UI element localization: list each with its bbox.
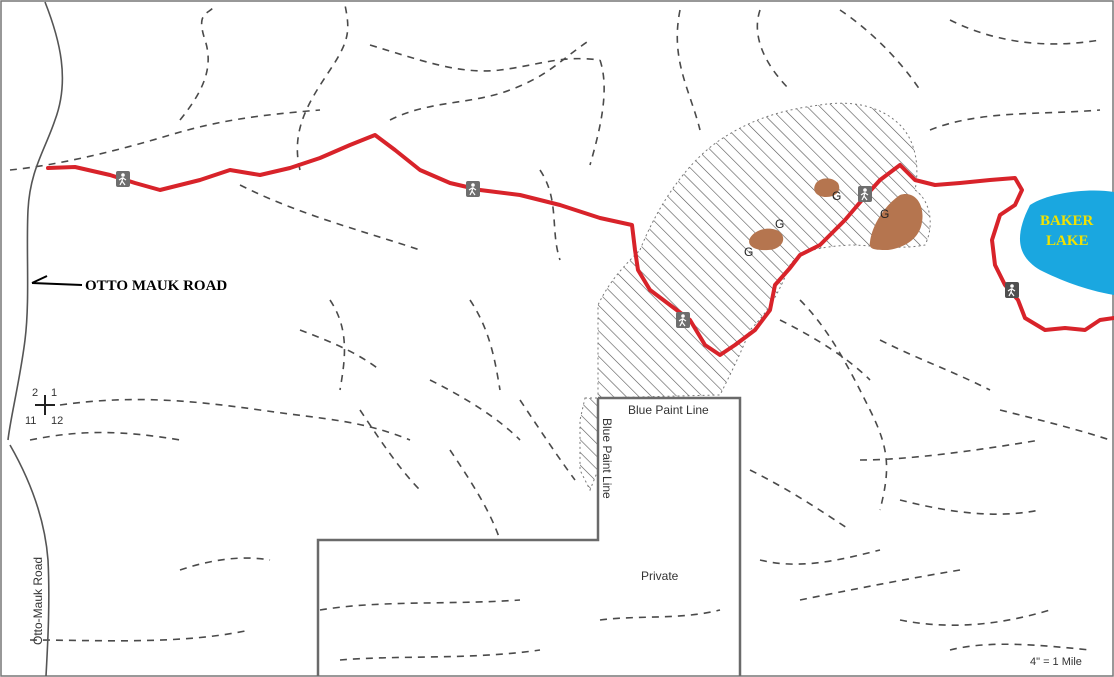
hiker-icon <box>116 171 130 187</box>
gravel-pits: G G G G <box>744 178 923 259</box>
gravel-pit-label-4: G <box>880 207 889 221</box>
dashed-trails <box>9 4 1111 661</box>
otto-mauk-road-vertical-label: Otto-Mauk Road <box>31 557 45 645</box>
gravel-pit-2 <box>814 178 840 197</box>
gravel-pit-label-1: G <box>775 217 784 231</box>
otto-mauk-road-label: OTTO MAUK ROAD <box>85 278 227 294</box>
hiker-icon <box>466 181 480 197</box>
section-corner-bottom-right: 12 <box>51 415 63 427</box>
otto-mauk-road-line-lower <box>9 444 50 677</box>
private-land-boundary-west <box>316 398 600 676</box>
hatched-parcel-strip <box>579 397 599 492</box>
hiker-icon <box>1005 282 1019 298</box>
hiker-icon <box>676 312 690 328</box>
section-corner-bottom-left: 11 <box>25 415 36 427</box>
hiker-markers <box>116 171 1019 328</box>
baker-lake-label-line1: BAKER <box>1040 213 1094 229</box>
blue-paint-line-vertical-label: Blue Paint Line <box>600 418 614 499</box>
section-corner-icon: 2 1 11 12 <box>25 387 63 427</box>
pointer-arrow-icon <box>31 275 83 286</box>
private-land-label: Private <box>641 569 679 583</box>
otto-mauk-road-callout: OTTO MAUK ROAD <box>31 275 227 294</box>
scale-label: 4" = 1 Mile <box>1030 656 1082 668</box>
private-land-boundary <box>598 396 742 676</box>
gravel-pit-1 <box>749 228 784 251</box>
baker-lake <box>1019 190 1114 295</box>
gravel-pit-label-3: G <box>832 189 841 203</box>
hiker-icon <box>858 186 872 202</box>
otto-mauk-road-line <box>7 1 64 441</box>
gravel-pit-3 <box>869 194 923 250</box>
gravel-pit-label-2: G <box>744 245 753 259</box>
blue-paint-line-horizontal-label: Blue Paint Line <box>628 403 709 417</box>
hatched-parcel <box>597 102 931 399</box>
section-corner-top-left: 2 <box>32 387 38 399</box>
section-corner-top-right: 1 <box>51 387 57 399</box>
hiking-trail[interactable] <box>46 133 1114 357</box>
baker-lake-label-line2: LAKE <box>1046 233 1089 249</box>
